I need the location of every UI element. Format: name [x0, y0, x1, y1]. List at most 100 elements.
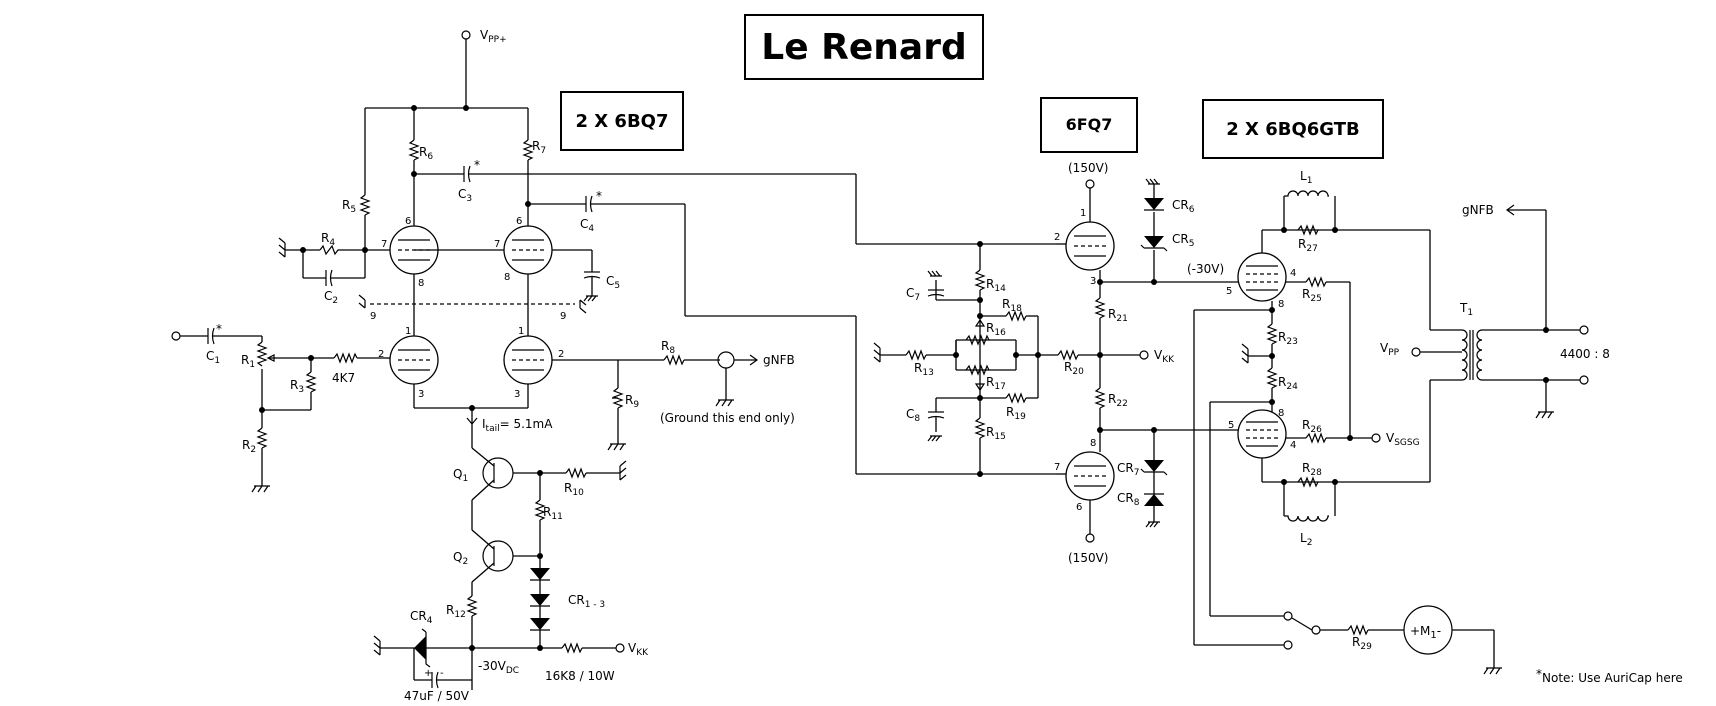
pin-4-out-up: 4	[1290, 268, 1296, 279]
ground-c8	[927, 435, 942, 442]
ground-cr6	[1145, 178, 1160, 185]
r15-resistor	[974, 417, 986, 439]
r25-resistor	[1305, 276, 1327, 288]
vpp-plus-terminal[interactable]	[461, 30, 471, 40]
r25-label: R25	[1302, 287, 1322, 304]
output-label: 2 X 6BQ6GTB	[1226, 118, 1360, 140]
heater-left	[358, 294, 366, 309]
pin-8-ur: 8	[504, 272, 510, 283]
box-output: 2 X 6BQ6GTB	[1202, 99, 1384, 159]
v150-terminal-bottom[interactable]	[1085, 533, 1095, 543]
meter-switch-common[interactable]	[1311, 625, 1321, 635]
ground-c7	[927, 270, 942, 277]
footnote: *Note: Use AuriCap here	[1536, 667, 1683, 685]
r17-resistor	[965, 364, 990, 376]
title-box: Le Renard	[744, 14, 984, 80]
r10-label: R10	[564, 481, 584, 498]
r2-resistor	[256, 427, 268, 449]
page-title: Le Renard	[761, 26, 967, 68]
r6-label: R6	[419, 145, 433, 162]
r18-label: R18	[1002, 297, 1022, 314]
gnfb-label-left: gNFB	[763, 353, 795, 367]
r-16k8-label: 16K8 / 10W	[545, 669, 615, 683]
r1-label: R1	[241, 353, 255, 370]
c3-star: *	[474, 158, 480, 172]
pin-3-ll: 3	[418, 389, 424, 400]
r29-resistor	[1347, 624, 1369, 636]
pin-2-lr: 2	[558, 349, 564, 360]
cr5-label: CR5	[1172, 232, 1194, 249]
r17-wiper	[974, 383, 986, 392]
r3-resistor	[305, 371, 317, 393]
pin-7-ur: 7	[494, 239, 500, 250]
r8-resistor	[663, 354, 685, 366]
ground-secondary	[1535, 411, 1554, 419]
cr8-diode	[1144, 494, 1164, 506]
c7-label: C7	[906, 286, 920, 303]
vsgsg-terminal[interactable]	[1371, 433, 1381, 443]
c4-label: C4	[580, 217, 594, 234]
cr3-diode	[530, 618, 550, 630]
pin-2-ll: 2	[378, 349, 384, 360]
l2-inductor	[1284, 515, 1329, 522]
pin-8-ul: 8	[418, 278, 424, 289]
speaker-terminal-ground[interactable]	[1579, 375, 1589, 385]
c2-label: C2	[324, 289, 338, 306]
r21-label: R21	[1108, 307, 1128, 324]
minus30vdc-label: -30VDC	[478, 659, 519, 676]
c4-star: *	[596, 189, 602, 203]
pin-1-6fq7: 1	[1080, 208, 1086, 219]
speaker-terminal-hot[interactable]	[1579, 325, 1589, 335]
pin-9-right: 9	[560, 311, 566, 322]
r20-label: R20	[1064, 360, 1084, 377]
ground-cr8	[1145, 521, 1160, 528]
r16-wiper	[974, 318, 986, 327]
r14-label: R14	[986, 277, 1006, 294]
driver-label: 6FQ7	[1065, 115, 1113, 134]
box-input-stage: 2 X 6BQ7	[560, 91, 684, 151]
meter-label: +M1-	[1410, 624, 1441, 641]
r7-resistor	[522, 139, 534, 161]
tube-6fq7-bottom	[1065, 451, 1115, 501]
ground-r10	[619, 460, 627, 481]
r22-label: R22	[1108, 392, 1128, 409]
c1-plate-b	[211, 327, 215, 345]
r27-label: R27	[1298, 237, 1318, 254]
pin-2-6fq7: 2	[1054, 232, 1060, 243]
r-4k7-label: 4K7	[332, 371, 355, 385]
r22-resistor	[1094, 387, 1106, 409]
meter-switch-contact-b[interactable]	[1283, 640, 1293, 650]
r26-resistor	[1305, 432, 1327, 444]
v150-terminal-top[interactable]	[1085, 179, 1095, 189]
v150-bottom-label: (150V)	[1068, 551, 1108, 565]
pin-7-6fq7: 7	[1054, 462, 1060, 473]
vkk-terminal-right[interactable]	[1139, 350, 1149, 360]
ground-r2	[251, 485, 270, 493]
vpp-label: VPP	[1380, 341, 1400, 358]
pin-5-out-up: 5	[1226, 286, 1232, 297]
r14-resistor	[974, 269, 986, 291]
input-terminal[interactable]	[171, 331, 181, 341]
r26-label: R26	[1302, 418, 1322, 435]
ground-note: (Ground this end only)	[660, 411, 795, 425]
c8-label: C8	[906, 407, 920, 424]
r16-label: R16	[986, 321, 1006, 338]
r10-resistor	[565, 467, 587, 479]
vkk-terminal-left[interactable]	[615, 643, 625, 653]
tube-6fq7-top	[1065, 221, 1115, 271]
vpp-terminal[interactable]	[1411, 347, 1421, 357]
pin-1-ll: 1	[405, 326, 411, 337]
shield-connector	[717, 351, 735, 369]
r19-resistor	[1005, 392, 1027, 404]
meter-switch-contact-a[interactable]	[1283, 611, 1293, 621]
cr1-3-label: CR1 - 3	[568, 593, 605, 610]
heater-right	[579, 299, 587, 314]
c1-label: C1	[206, 349, 220, 366]
itail-label: Itail= 5.1mA	[482, 417, 553, 434]
t1-secondary	[1476, 329, 1483, 381]
c3-label: C3	[458, 187, 472, 204]
pin-3-lr: 3	[514, 389, 520, 400]
vkk-label-right: VKK	[1154, 348, 1175, 365]
r4-label: R4	[321, 231, 335, 248]
